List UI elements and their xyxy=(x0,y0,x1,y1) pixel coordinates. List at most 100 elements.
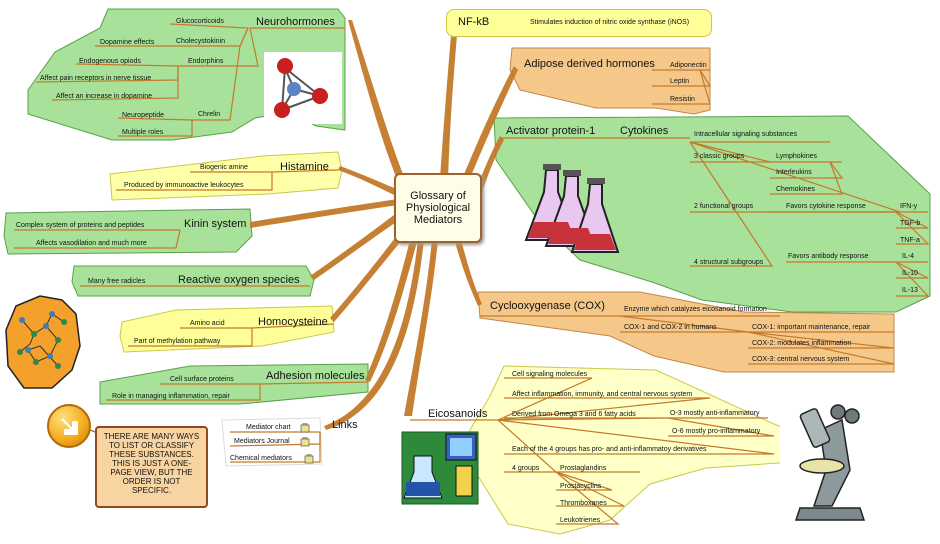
multiple-roles-label[interactable]: Multiple roles xyxy=(122,129,164,136)
attachment-icon[interactable] xyxy=(300,437,310,447)
four-structural-label[interactable]: 4 structural subgroups xyxy=(694,259,764,266)
eicosanoids-topic[interactable]: Eicosanoids xyxy=(428,408,488,420)
resistin-label[interactable]: Resistin xyxy=(670,96,695,103)
branch-kinin xyxy=(250,199,398,228)
homocysteine-topic[interactable]: Homocysteine xyxy=(258,316,328,328)
two-functional-label[interactable]: 2 functional groups xyxy=(694,203,754,210)
nfkb-topic[interactable]: NF-kB xyxy=(458,16,490,28)
cell-surface-label[interactable]: Cell surface proteins xyxy=(170,376,234,383)
branch-adhesion xyxy=(365,236,418,382)
branch-nfkb xyxy=(440,24,458,180)
microscope-clipart xyxy=(780,404,870,526)
cytokines-topic[interactable]: Cytokines xyxy=(620,125,669,137)
biogenic-amine-label[interactable]: Biogenic amine xyxy=(200,164,248,171)
kinin-affects-label[interactable]: Affects vasodilation and much more xyxy=(36,240,147,247)
pain-receptors-label[interactable]: Affect pain receptors in nerve tissue xyxy=(40,75,152,82)
three-classic-label[interactable]: 3 classic groups xyxy=(694,153,745,160)
dopamine-increase-label[interactable]: Affect an increase in dopamine xyxy=(56,93,152,100)
cox12-label[interactable]: COX-1 and COX-2 in humans xyxy=(624,324,717,331)
leukotrienes-label[interactable]: Leukotrienes xyxy=(560,517,601,524)
branch-links xyxy=(324,240,424,430)
adhesion-topic[interactable]: Adhesion molecules xyxy=(266,370,365,382)
branch-adipose xyxy=(460,66,518,188)
il4-label[interactable]: IL-4 xyxy=(902,253,915,260)
kinin-region xyxy=(3,208,253,255)
branch-eicosanoids xyxy=(404,240,438,416)
neuropeptide-label[interactable]: Neuropeptide xyxy=(122,112,165,119)
omega-derived-label[interactable]: Derived from Omega 3 and 6 fatty acids xyxy=(512,411,636,418)
cox1-label[interactable]: COX-1: important maintenance, repair xyxy=(752,324,871,331)
flasks-clipart xyxy=(524,164,620,253)
ifn-label[interactable]: IFN-y xyxy=(900,203,918,210)
glucocorticoids-label[interactable]: Glucocorticoids xyxy=(176,18,224,25)
amino-acid-label[interactable]: Amino acid xyxy=(190,320,225,327)
lab-scene-clipart xyxy=(401,431,479,505)
endogenous-opiods-label[interactable]: Endogenous opiods xyxy=(79,58,141,65)
dopamine-effects-label[interactable]: Dopamine effects xyxy=(100,39,155,46)
intracellular-label[interactable]: Intracellular signaling substances xyxy=(694,131,798,138)
kinin-complex-label[interactable]: Complex system of proteins and peptides xyxy=(16,222,145,229)
lymphokines-label[interactable]: Lymphokines xyxy=(776,153,817,160)
links-region xyxy=(221,417,323,467)
branch-ros xyxy=(310,212,402,280)
links-topic[interactable]: Links xyxy=(332,419,358,431)
omega6-label[interactable]: O-6 mostly pro-inflammatory xyxy=(672,428,761,435)
methylation-label[interactable]: Part of methylation pathway xyxy=(134,338,221,345)
nfkb-desc-label[interactable]: Stimulates induction of nitric oxide syn… xyxy=(530,19,690,26)
classification-note: THERE ARE MANY WAYS TO LIST OR CLASSIFY … xyxy=(95,426,208,508)
mediator-chart-link[interactable]: Mediator chart xyxy=(246,424,291,431)
nfkb-node-box xyxy=(446,9,712,37)
kinin-system-topic[interactable]: Kinin system xyxy=(184,218,247,230)
activator-protein-topic[interactable]: Activator protein-1 xyxy=(506,125,596,137)
network-clipart xyxy=(5,295,81,389)
chemical-mediators-link[interactable]: Chemical mediators xyxy=(230,455,292,462)
chrelin-label[interactable]: Chrelin xyxy=(198,111,221,118)
attachment-icon[interactable] xyxy=(300,423,310,433)
central-topic[interactable]: Glossary of Physiological Mediators xyxy=(394,173,482,243)
leptin-label[interactable]: Leptin xyxy=(670,78,690,85)
molecule-clipart xyxy=(264,52,342,124)
tnf-label[interactable]: TNF-a xyxy=(900,237,920,244)
arrow-down-right-icon[interactable] xyxy=(47,404,91,448)
thromboxanes-label[interactable]: Thromboxanes xyxy=(560,500,607,507)
ros-topic[interactable]: Reactive oxygen species xyxy=(178,274,300,286)
cholecystokinin-label[interactable]: Cholecystokinin xyxy=(176,38,226,45)
omega3-label[interactable]: O-3 mostly anti-inflammatory xyxy=(670,410,760,417)
cox-topic[interactable]: Cyclooxygenase (COX) xyxy=(490,300,605,312)
four-groups-label[interactable]: 4 groups xyxy=(512,465,540,472)
note-text: THERE ARE MANY WAYS TO LIST OR CLASSIFY … xyxy=(103,432,200,495)
cox3-label[interactable]: COX-3: central nervous system xyxy=(752,356,850,363)
favors-antibody-label[interactable]: Favors antibody response xyxy=(788,253,869,260)
interleukins-label[interactable]: Interleukins xyxy=(776,169,812,176)
each-group-label[interactable]: Each of the 4 groups has pro- and anti-i… xyxy=(512,446,707,453)
branch-histamine xyxy=(338,166,404,198)
endorphins-label[interactable]: Endorphins xyxy=(188,58,224,65)
branch-homocysteine xyxy=(330,226,410,322)
attachment-icon[interactable] xyxy=(304,454,314,464)
prostacyclins-label[interactable]: Prostacyclins xyxy=(560,483,602,490)
cox-enzyme-label[interactable]: Enzyme which catalyzes eicosanoid format… xyxy=(624,306,767,313)
il10-label[interactable]: IL-10 xyxy=(902,270,918,277)
inflammation-role-label[interactable]: Role in managing inflammation, repair xyxy=(112,393,230,400)
cytokines-region xyxy=(493,115,931,313)
adipose-topic[interactable]: Adipose derived hormones xyxy=(524,58,655,70)
neurohormones-topic[interactable]: Neurohormones xyxy=(256,16,335,28)
tgf-label[interactable]: TGF-b xyxy=(900,220,921,227)
ros-region xyxy=(71,265,315,297)
histamine-region xyxy=(109,151,343,201)
cox2-label[interactable]: COX-2: modulates inflammation xyxy=(752,340,852,347)
affect-inflammation-label[interactable]: Affect inflammation, immunity, and centr… xyxy=(512,391,693,398)
mediators-journal-link[interactable]: Mediators Journal xyxy=(234,438,290,445)
il13-label[interactable]: IL-13 xyxy=(902,287,918,294)
branch-cox xyxy=(454,236,482,306)
free-radicles-label[interactable]: Many free radicles xyxy=(88,278,146,285)
histamine-topic[interactable]: Histamine xyxy=(280,161,329,173)
cell-signaling-label[interactable]: Cell signaling molecules xyxy=(512,371,588,378)
homocysteine-region xyxy=(119,305,335,353)
produced-leukocytes-label[interactable]: Produced by immunoactive leukocytes xyxy=(124,182,244,189)
favors-cytokine-label[interactable]: Favors cytokine response xyxy=(786,203,866,210)
chemokines-label[interactable]: Chemokines xyxy=(776,186,815,193)
adiponectin-label[interactable]: Adiponectin xyxy=(670,62,707,69)
prostaglandins-label[interactable]: Prostaglandins xyxy=(560,465,607,472)
